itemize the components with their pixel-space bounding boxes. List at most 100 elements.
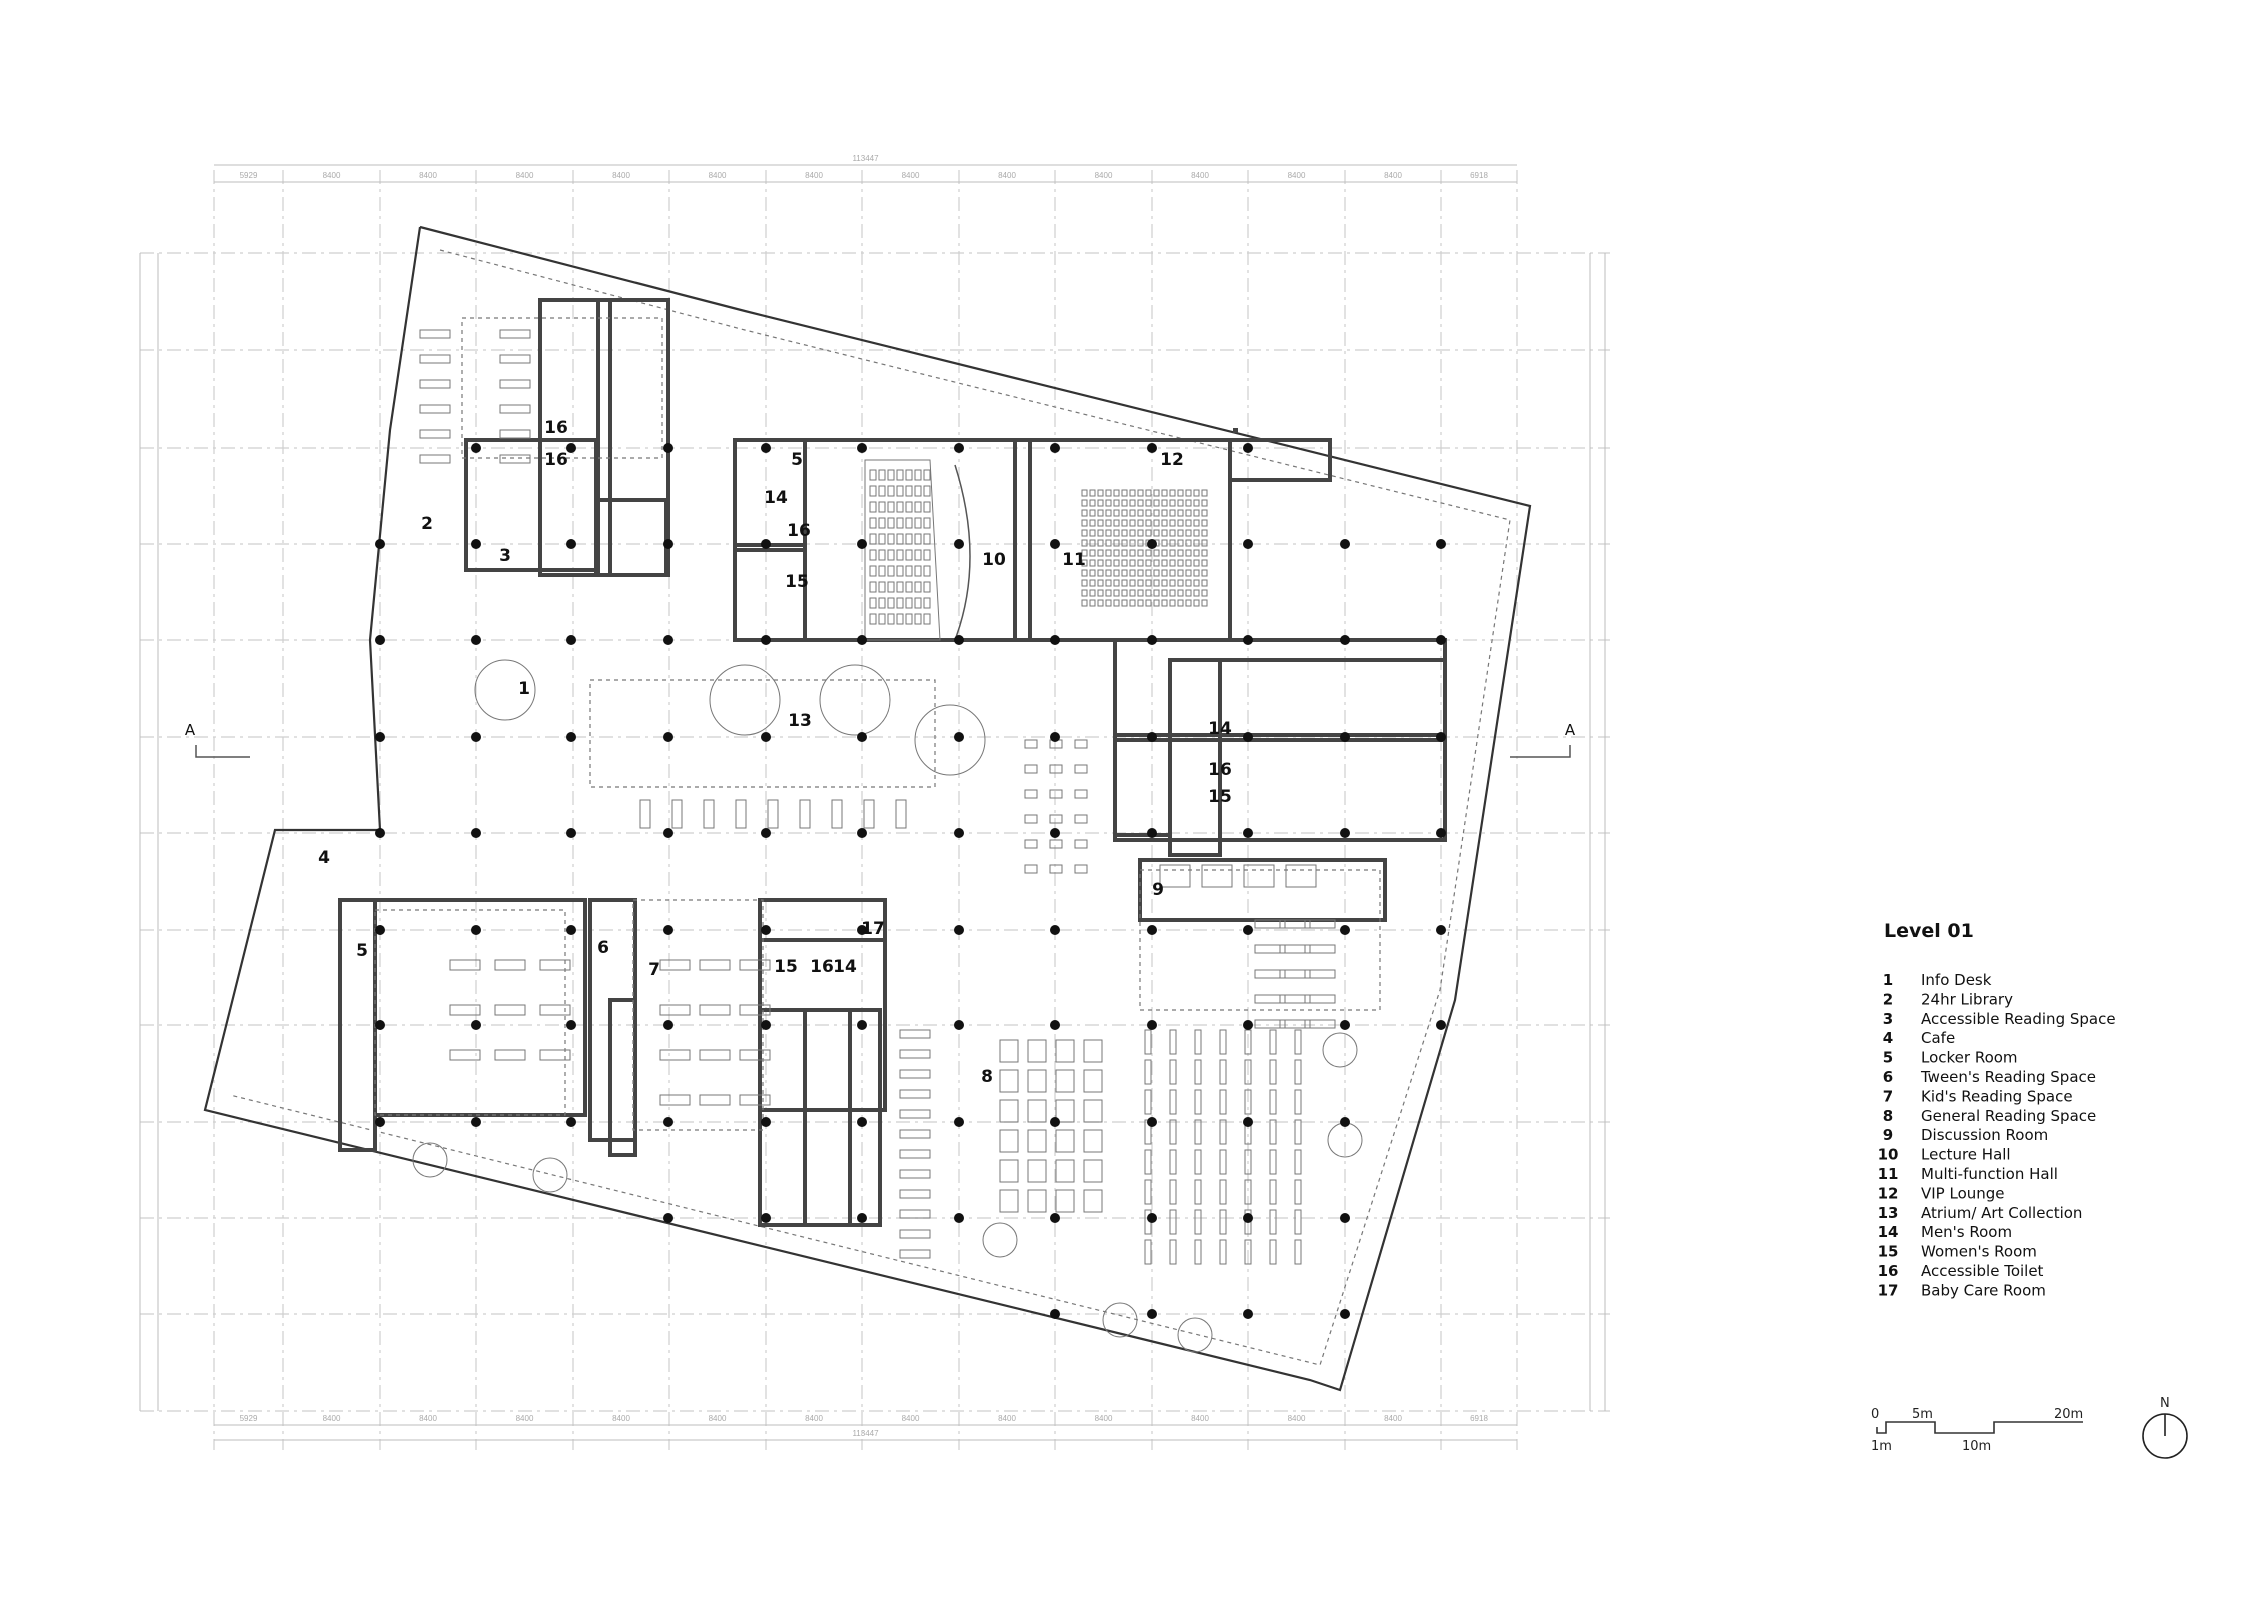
table (999, 1159, 1019, 1183)
table (1219, 1239, 1227, 1265)
table (1074, 864, 1088, 874)
column (566, 539, 576, 549)
legend-number: 9 (1883, 1126, 1893, 1144)
table (1144, 1239, 1152, 1265)
table (899, 1189, 931, 1199)
column (1243, 539, 1253, 549)
table (699, 1004, 731, 1016)
column (954, 732, 964, 742)
room-tag: 16 (544, 418, 568, 438)
column (1147, 1213, 1157, 1223)
room-tag: 16 (544, 450, 568, 470)
column (857, 443, 867, 453)
column (566, 925, 576, 935)
table (539, 959, 571, 971)
room-tag: 17 (861, 919, 885, 939)
scale-bar: 0 5m 20m 1m 10m (1871, 1407, 2083, 1454)
table (999, 1069, 1019, 1093)
table (1194, 1149, 1202, 1175)
column (1243, 732, 1253, 742)
column (1340, 539, 1350, 549)
table (1219, 1209, 1227, 1235)
dimension-value: 8400 (1384, 1414, 1402, 1423)
column (761, 1117, 771, 1127)
table (699, 1094, 731, 1106)
dimension-total: 113447 (852, 154, 879, 163)
table (1024, 839, 1038, 849)
column (663, 539, 673, 549)
table (1269, 1089, 1277, 1115)
column (1243, 443, 1253, 453)
legend-label: Info Desk (1921, 971, 1992, 989)
table (899, 1089, 931, 1099)
column (1243, 1117, 1253, 1127)
table (1083, 1099, 1103, 1123)
table (1169, 1119, 1177, 1145)
legend-number: 6 (1883, 1068, 1893, 1086)
table (1243, 864, 1275, 888)
room-tag: 16 (1208, 760, 1232, 780)
column (566, 1117, 576, 1127)
round-display (819, 664, 891, 736)
table (1194, 1179, 1202, 1205)
dimension-value: 6918 (1470, 171, 1488, 180)
table (494, 959, 526, 971)
dimension-value: 8400 (998, 171, 1016, 180)
table (499, 404, 531, 414)
room-tag: 15 (1208, 787, 1232, 807)
wall (1113, 738, 1447, 842)
table (419, 354, 451, 364)
column (1243, 828, 1253, 838)
legend-number: 4 (1883, 1029, 1893, 1047)
column (1147, 539, 1157, 549)
column (1147, 828, 1157, 838)
legend-label: Accessible Reading Space (1921, 1010, 2116, 1028)
room-tag: 15 (785, 572, 809, 592)
column (954, 1117, 964, 1127)
dimension-value: 8400 (1288, 1414, 1306, 1423)
table (1244, 1149, 1252, 1175)
column (857, 1117, 867, 1127)
dimension-value: 5929 (240, 1414, 258, 1423)
room-tag: 5 (356, 941, 368, 961)
table (539, 1049, 571, 1061)
table (1254, 969, 1286, 979)
column (954, 925, 964, 935)
table (1144, 1029, 1152, 1055)
table (1304, 994, 1336, 1004)
wall (608, 998, 637, 1157)
table (1219, 1179, 1227, 1205)
table (699, 1049, 731, 1061)
dimension-value: 8400 (516, 1414, 534, 1423)
room-tag: 12 (1160, 450, 1184, 470)
section-label: A (1565, 721, 1576, 739)
scale-label: 10m (1962, 1439, 1991, 1454)
column (566, 1020, 576, 1030)
wall (1013, 438, 1032, 642)
column (1243, 635, 1253, 645)
room-tag: 14 (833, 957, 857, 977)
legend-number: 8 (1883, 1107, 1893, 1125)
table (1294, 1059, 1302, 1085)
table (735, 799, 747, 829)
wall (1218, 658, 1447, 742)
dimension-value: 8400 (805, 1414, 823, 1423)
table (1294, 1239, 1302, 1265)
interior-walls (338, 298, 1447, 1227)
column (1436, 1020, 1446, 1030)
table (1194, 1089, 1202, 1115)
room-tag: 14 (1208, 719, 1232, 739)
column (857, 925, 867, 935)
column (1050, 635, 1060, 645)
column (1436, 925, 1446, 935)
column (663, 925, 673, 935)
table (899, 1229, 931, 1239)
column (1050, 1213, 1060, 1223)
table (739, 1094, 771, 1106)
table (899, 1129, 931, 1139)
table (1027, 1159, 1047, 1183)
column (1243, 1020, 1253, 1030)
column (1340, 635, 1350, 645)
table (899, 1069, 931, 1079)
